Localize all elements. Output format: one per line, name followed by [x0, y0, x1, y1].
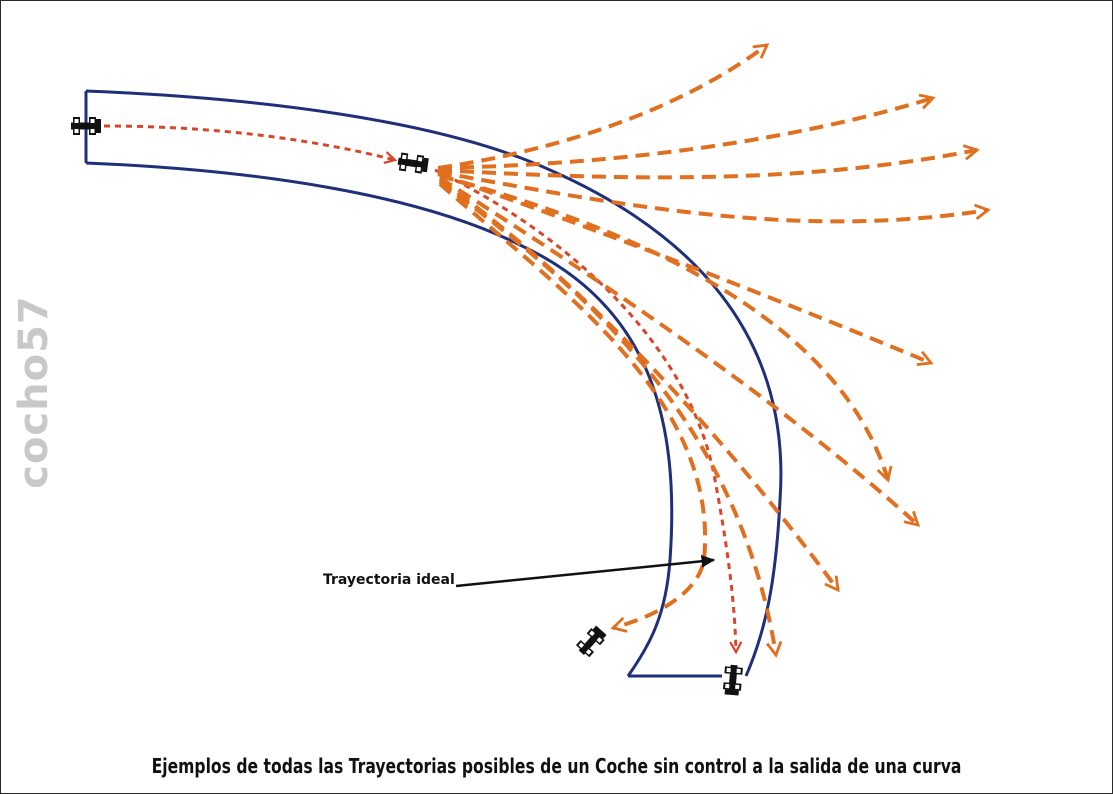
- track-outline: [84, 89, 783, 678]
- trajectory-9: [438, 180, 776, 655]
- car-entry: [396, 152, 430, 175]
- watermark: cocho57: [11, 295, 57, 489]
- car-exit: [722, 664, 744, 696]
- ideal-trajectory: [434, 168, 736, 652]
- trajectory-10: [438, 182, 708, 628]
- car-crashed: [574, 624, 609, 659]
- ideal-trajectory-label: Trayectoria ideal: [323, 572, 455, 588]
- ideal-label-pointer: [455, 555, 716, 588]
- out-of-control-trajectories: [437, 45, 988, 655]
- trajectory-6: [439, 174, 888, 480]
- trajectory-2: [437, 98, 933, 170]
- trajectory-7: [438, 176, 918, 525]
- diagram-caption: Ejemplos de todas las Trayectorias posib…: [151, 754, 962, 778]
- trajectory-5: [437, 172, 931, 363]
- trajectory-3: [437, 150, 977, 180]
- trajectory-4: [437, 170, 988, 224]
- approach-trajectory: [103, 124, 395, 160]
- trajectory-1: [437, 45, 767, 170]
